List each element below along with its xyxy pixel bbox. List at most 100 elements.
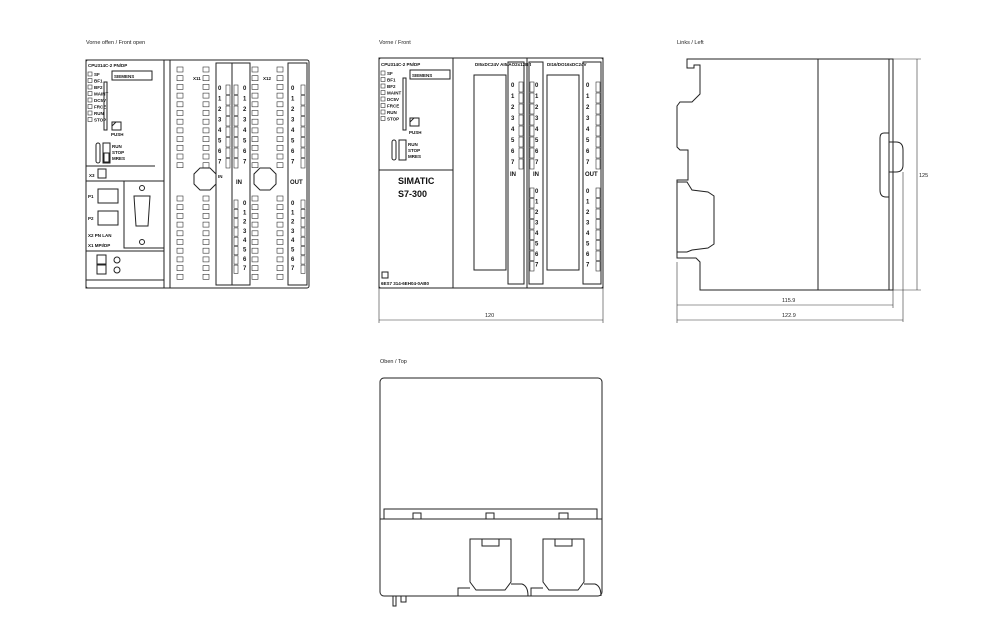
ethernet-port-p2[interactable] [97,210,119,226]
led-label: RUN [94,111,104,116]
channel-led [518,147,524,159]
terminal-slot [202,247,210,254]
channel-number: 0 [243,201,247,207]
terminal-slot [276,153,284,160]
channel-number: 1 [511,94,515,100]
memory-card-slot[interactable] [402,77,407,131]
terminal-slot [276,230,284,237]
mode-mres-label: MRES [112,156,125,161]
terminal-slot [202,204,210,210]
channel-number: 5 [586,138,590,144]
channel-led [233,246,239,256]
channel-number: 1 [291,210,295,216]
terminal-slot [202,118,210,125]
terminal-slot [276,239,284,245]
channel-led [529,103,535,115]
siemens-logo: SIEMENS [412,73,432,78]
channel-number: 4 [535,127,539,133]
channel-led [233,105,239,116]
terminal-slot [176,247,184,254]
connector-latch[interactable] [253,167,277,191]
screw-icon [139,185,145,191]
channel-number: 3 [586,221,590,227]
mode-switch[interactable] [102,142,111,164]
channel-led [529,147,535,159]
channel-led [518,125,524,137]
channel-number: 0 [535,83,539,89]
channel-number: 1 [218,97,222,103]
channel-number: 1 [243,97,247,103]
terminal-slot [202,84,210,90]
terminal-slot [251,195,259,202]
led-label: FRCE [94,105,106,110]
db9-connector[interactable] [133,195,151,227]
terminal-slot [176,75,184,81]
siemens-logo-box [409,69,451,80]
terminal-slot [276,273,284,280]
terminal-slot [251,75,259,81]
channel-number: 6 [511,149,515,155]
push-button-icon[interactable] [111,121,122,131]
front-flap[interactable] [473,74,507,271]
top-strip [383,508,598,520]
terminal-slot [251,118,259,125]
channel-led [518,158,524,170]
channel-led [595,198,601,209]
channel-led [233,158,239,169]
terminal-slot [176,221,184,228]
channel-number: 0 [586,83,590,89]
top-view: Oben / Top [379,359,603,607]
memory-card-slot[interactable] [103,81,108,131]
out-label: OUT [290,180,303,186]
channel-number: 7 [243,266,247,272]
channel-led [225,84,231,95]
led-label: MAINT [94,92,108,97]
status-led [87,97,93,103]
top-title: Oben / Top [380,359,407,365]
channel-led [529,250,535,261]
led-label: RUN [387,110,397,115]
status-led [380,90,386,95]
terminal-strip [287,62,308,286]
channel-number: 6 [586,149,590,155]
terminal-slot [251,101,259,108]
channel-number: 0 [586,189,590,195]
channel-number: 1 [243,210,247,216]
channel-led [595,114,601,126]
mode-run-label: RUN [112,144,122,149]
terminal-slot [202,265,210,271]
terminal-slot [202,153,210,160]
terminal-slot [176,136,184,142]
channel-led [595,261,601,272]
led-label: BF2 [387,84,396,89]
terminal-slot [176,265,184,271]
channel-led [595,81,601,93]
ethernet-port-p1[interactable] [97,188,119,204]
channel-number: 2 [243,107,247,113]
terminal-slot [176,101,184,108]
channel-number: 3 [535,116,539,122]
channel-led [518,114,524,126]
top-outline [379,377,603,597]
status-led [87,110,93,116]
channel-number: 4 [586,127,590,133]
terminal-slot [276,204,284,210]
channel-led [233,95,239,106]
x12-label: X12 [263,76,272,81]
module2-label: DI16/DO16xDC24V [547,62,587,67]
terminal-slot [276,162,284,168]
channel-number: 5 [511,138,515,144]
front-flap[interactable] [546,74,580,271]
connector-latch[interactable] [193,167,217,191]
terminal-slot [251,136,259,142]
mode-switch[interactable] [398,139,407,161]
channel-led [233,255,239,265]
terminal-slot [202,136,210,142]
channel-number: 3 [243,118,247,124]
screw-icon [381,271,389,279]
width-dimension: 120 [485,313,494,319]
channel-number: 6 [243,257,247,263]
push-button-icon[interactable] [409,117,420,127]
channel-led [300,137,306,148]
